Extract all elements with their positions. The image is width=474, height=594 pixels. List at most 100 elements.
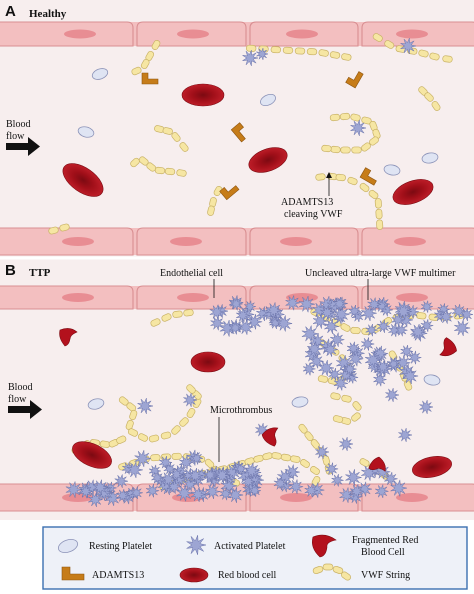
resting-platelet — [91, 68, 109, 80]
activated-platelet — [169, 467, 184, 482]
activated-platelet — [328, 368, 341, 381]
nucleus — [396, 493, 428, 502]
activated-platelet — [350, 120, 367, 136]
legend-activated-platelet-icon — [186, 535, 207, 555]
activated-platelet — [400, 38, 417, 54]
activated-platelet — [367, 297, 382, 312]
activated-platelet — [309, 354, 324, 369]
activated-platelet — [276, 315, 293, 332]
activated-platelet — [420, 300, 433, 313]
activated-platelet — [377, 319, 391, 333]
activated-platelet — [419, 400, 434, 414]
vwf-string — [48, 223, 70, 235]
activated-platelet — [234, 462, 248, 476]
nucleus — [280, 237, 312, 246]
activated-platelet — [190, 486, 206, 503]
activated-platelet — [256, 48, 269, 60]
activated-platelet — [395, 355, 411, 371]
activated-platelet — [339, 437, 354, 451]
activated-platelet — [145, 484, 160, 498]
activated-platelet — [459, 307, 473, 322]
legend-resting-platelet: Resting Platelet — [89, 541, 152, 552]
panel-b-flow-label-1: Blood — [8, 382, 32, 393]
activated-platelet — [214, 467, 231, 484]
activated-platelet — [439, 309, 454, 324]
adamts13-annotation-1: ADAMTS13 — [281, 197, 333, 208]
vwf-string — [321, 112, 381, 154]
activated-platelet — [395, 324, 408, 337]
nucleus — [394, 237, 426, 246]
activated-platelet — [373, 372, 387, 387]
activated-platelet — [79, 484, 93, 499]
adamts13 — [230, 122, 246, 143]
activated-platelet — [183, 393, 198, 407]
adamts13 — [359, 167, 377, 186]
resting-platelet — [421, 152, 439, 164]
legend: Resting Platelet Activated Platelet Frag… — [42, 526, 468, 590]
adamts13 — [219, 185, 240, 201]
activated-platelet — [210, 316, 225, 331]
panel-b-title: TTP — [29, 267, 51, 279]
activated-platelet — [333, 376, 348, 391]
panel-a-title: Healthy — [29, 8, 67, 20]
activated-platelet — [372, 345, 388, 362]
red-blood-cell — [412, 456, 452, 478]
legend-rbc-icon — [179, 567, 209, 583]
uncleaved-vwf-label: Uncleaved ultra-large VWF multimer — [305, 268, 456, 279]
activated-platelet — [345, 469, 362, 486]
nucleus — [177, 29, 209, 39]
activated-platelet — [160, 471, 176, 488]
red-blood-cells — [59, 83, 457, 478]
activated-platelet — [159, 456, 173, 469]
activated-platelet — [454, 319, 471, 337]
activated-platelet — [451, 304, 466, 319]
activated-platelet — [375, 299, 389, 313]
panel-a-flow-label-2: flow — [6, 131, 25, 142]
nucleus — [280, 493, 312, 502]
activated-platelet — [320, 305, 335, 320]
nucleus — [286, 29, 318, 39]
activated-platelet — [92, 479, 109, 496]
activated-platelet — [244, 300, 256, 313]
red-blood-cell — [62, 163, 104, 197]
activated-platelet — [288, 479, 304, 494]
adamts13-enzymes — [141, 71, 377, 201]
activated-platelet — [243, 462, 260, 479]
panel-a-flow-arrow — [6, 137, 40, 156]
panel-a-flow-label-1: Blood — [6, 119, 30, 130]
activated-platelet — [330, 332, 345, 347]
vwf-string — [131, 39, 161, 76]
activated-platelet — [284, 464, 300, 480]
activated-platelet — [266, 302, 282, 319]
adamts13 — [345, 71, 364, 89]
activated-platelet — [332, 296, 347, 311]
platelets — [65, 38, 473, 508]
activated-platelet — [385, 388, 400, 402]
activated-platelet — [331, 474, 344, 487]
activated-platelet — [116, 489, 130, 503]
adamts13-annotation-2: cleaving VWF — [284, 209, 343, 220]
panel-b-flow-label-2: flow — [8, 394, 27, 405]
activated-platelet — [163, 462, 176, 475]
activated-platelet — [285, 295, 301, 311]
vwf-string — [150, 309, 194, 327]
fragmented-rbc — [439, 337, 457, 357]
activated-platelet — [219, 487, 233, 501]
activated-platelet — [420, 319, 434, 332]
activated-platelet — [137, 398, 154, 414]
nucleus — [170, 237, 202, 246]
activated-platelet — [88, 492, 103, 508]
activated-platelet — [333, 306, 350, 323]
activated-platelet — [114, 474, 129, 488]
activated-platelet — [388, 323, 402, 337]
resting-platelet — [87, 398, 105, 410]
panel-a-endothelium-bottom — [0, 227, 474, 256]
activated-platelet — [346, 341, 361, 356]
activated-platelet — [402, 367, 419, 385]
activated-platelet — [229, 297, 243, 311]
panel-b-letter: B — [5, 262, 16, 279]
activated-platelet — [134, 450, 151, 468]
activated-platelet — [203, 468, 217, 482]
activated-platelet — [365, 323, 378, 337]
